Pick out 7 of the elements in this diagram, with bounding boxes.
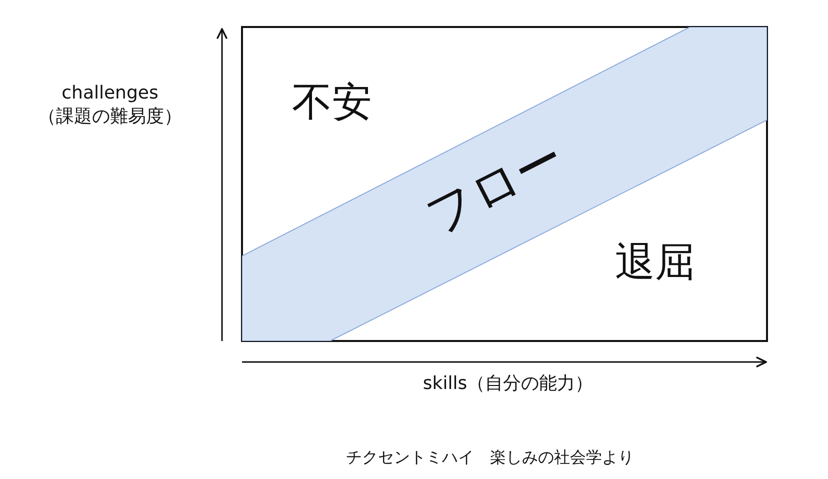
region-label: フロー [416, 128, 574, 248]
axis-title: （課題の難易度） [38, 105, 182, 128]
region-label: 不安 [292, 78, 372, 128]
region-label: 退屈 [615, 238, 695, 288]
axis-title: skills（自分の能力） [422, 372, 594, 395]
axis-title: challenges [62, 82, 158, 104]
caption: チクセントミハイ 楽しみの社会学より [346, 448, 634, 468]
